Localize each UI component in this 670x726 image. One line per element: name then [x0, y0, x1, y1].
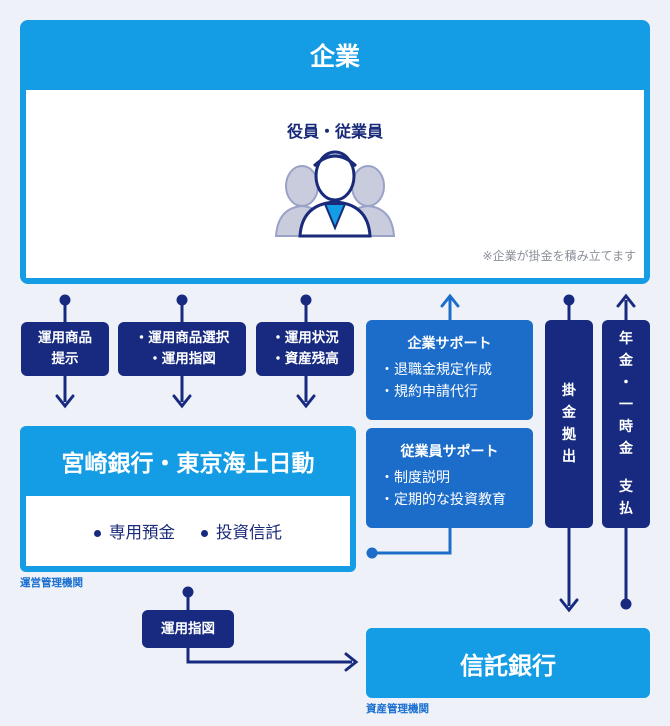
bank-role: 運営管理機関	[20, 577, 83, 589]
payout-char: 年	[619, 331, 633, 347]
members-label: 役員・従業員	[286, 122, 383, 141]
company-note: ※企業が掛金を積み立てます	[482, 249, 636, 263]
arrow-up-icon	[616, 293, 636, 308]
product-name: 投資信託	[216, 523, 282, 542]
payout-char: ・	[619, 375, 633, 391]
corporate-support-box: 企業サポート ・退職金規定作成 ・規約申請代行	[366, 320, 533, 420]
status-line: ・資産残高	[271, 351, 339, 367]
bank-products: 専用預金 投資信託	[26, 496, 350, 566]
payout-char: 支	[619, 479, 633, 495]
support-item: ・制度説明	[380, 470, 450, 486]
payout-char: 時	[619, 419, 633, 435]
contribution-char: 拠	[562, 427, 576, 443]
employee-support-box: 従業員サポート ・制度説明 ・定期的な投資教育	[366, 428, 533, 528]
product-offer-line: 運用商品	[38, 330, 92, 346]
bank-title: 宮崎銀行・東京海上日動	[61, 451, 315, 477]
arrow-down-icon	[296, 394, 316, 409]
status-label: ・運用状況 ・資産残高	[256, 322, 354, 376]
payout-char: 金	[619, 353, 633, 369]
payout-label: 年 金 ・ 一 時 金 支 払	[602, 320, 650, 528]
product-offer-label: 運用商品 提示	[21, 322, 109, 376]
product-item: 専用預金	[94, 519, 175, 543]
payout-char: 金	[619, 441, 633, 457]
arrow-right-icon	[344, 652, 359, 672]
people-icon	[274, 150, 396, 238]
instruction-label: 運用指図	[142, 610, 234, 648]
payout-char: 払	[619, 501, 633, 517]
contribution-label: 掛 金 拠 出	[545, 320, 593, 528]
product-name: 専用預金	[109, 523, 175, 542]
status-line: ・運用状況	[271, 330, 339, 346]
bullet-icon	[201, 530, 208, 537]
trust-bank-role: 資産管理機関	[366, 703, 429, 715]
contribution-char: 金	[562, 405, 576, 421]
selection-line: ・運用指図	[148, 351, 216, 367]
support-item: ・退職金規定作成	[380, 362, 492, 378]
arrow-down-icon	[55, 394, 75, 409]
product-item: 投資信託	[201, 519, 282, 543]
corporate-support-title: 企業サポート	[407, 336, 492, 352]
support-item: ・規約申請代行	[380, 384, 478, 400]
contribution-char: 出	[562, 449, 576, 465]
company-title: 企業	[309, 42, 360, 71]
selection-line: ・運用商品選択	[134, 330, 230, 346]
employee-support-title: 従業員サポート	[400, 444, 499, 460]
trust-bank-box: 信託銀行	[366, 628, 650, 698]
payout-char: 一	[619, 397, 633, 413]
arrow-up-icon	[440, 293, 460, 308]
arrow-down-icon	[172, 394, 192, 409]
bullet-icon	[94, 530, 101, 537]
selection-label: ・運用商品選択 ・運用指図	[118, 322, 246, 376]
support-item: ・定期的な投資教育	[380, 492, 506, 508]
product-offer-line: 提示	[51, 351, 79, 367]
arrow-down-icon	[559, 598, 579, 613]
contribution-char: 掛	[562, 383, 576, 399]
instruction-text: 運用指図	[161, 620, 215, 637]
